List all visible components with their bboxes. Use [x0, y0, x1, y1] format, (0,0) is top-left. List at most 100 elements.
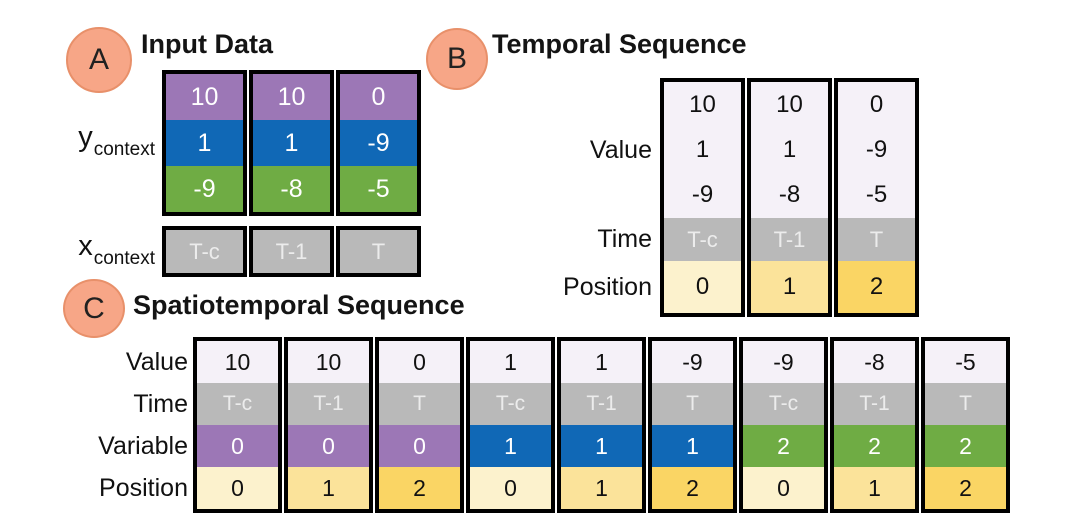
matrix-cell: 1 [253, 120, 330, 166]
variable-cell: 2 [834, 425, 915, 467]
matrix-cell: 0 [340, 74, 417, 120]
variable-cell: 2 [743, 425, 824, 467]
time-cell: T-c [470, 383, 551, 425]
time-cell: T-c [743, 383, 824, 425]
matrix-cell: -5 [340, 166, 417, 212]
matrix-cell: -8 [253, 166, 330, 212]
value-cell: 1 [561, 341, 642, 383]
x-label-base: x [78, 230, 93, 262]
value-cell: 10 1 -8 [751, 82, 828, 218]
row-label-position: Position [99, 474, 188, 502]
position-cell: 0 [470, 467, 551, 509]
y-label-base: y [78, 121, 93, 153]
time-cell: T-c [162, 226, 247, 277]
row-label-time: Time [133, 390, 188, 418]
matrix-cell: 10 [166, 74, 243, 120]
value-entry: 1 [695, 135, 710, 163]
value-entry: -9 [865, 135, 888, 163]
time-cell: T [379, 383, 460, 425]
panel-c-title: Spatiotemporal Sequence [133, 290, 465, 320]
time-cell: T-1 [249, 226, 334, 277]
variable-cell: 1 [652, 425, 733, 467]
row-label-value: Value [125, 348, 188, 376]
value-entry: -8 [778, 181, 801, 209]
position-cell: 0 [664, 261, 741, 313]
time-cell: T [652, 383, 733, 425]
position-cell: 1 [834, 467, 915, 509]
position-cell: 1 [288, 467, 369, 509]
value-cell: -8 [834, 341, 915, 383]
matrix-cell: 10 [253, 74, 330, 120]
value-cell: 10 1 -9 [664, 82, 741, 218]
value-cell: 10 [288, 341, 369, 383]
variable-cell: 1 [470, 425, 551, 467]
position-cell: 1 [751, 261, 828, 313]
panel-c-badge: C [63, 279, 125, 338]
time-cell: T [838, 218, 915, 261]
matrix-column: 0-9-5 [336, 70, 421, 216]
value-entry: 10 [689, 90, 716, 118]
y-label-subscript: context [93, 138, 155, 160]
position-cell: 2 [379, 467, 460, 509]
y-context-label: ycontext [24, 121, 155, 160]
time-cell: T-1 [561, 383, 642, 425]
row-label-position: Position [563, 273, 652, 301]
panel-a-badge: A [66, 27, 132, 93]
value-entry: 10 [776, 90, 803, 118]
variable-cell: 1 [561, 425, 642, 467]
panel-b-title: Temporal Sequence [492, 29, 747, 59]
time-cell: T-1 [288, 383, 369, 425]
position-cell: 2 [652, 467, 733, 509]
row-label-variable: Variable [98, 432, 188, 460]
matrix-cell: 1 [166, 120, 243, 166]
row-label-time: Time [597, 225, 652, 253]
panel-a-title: Input Data [141, 29, 273, 59]
time-cell: T-1 [751, 218, 828, 261]
row-label-value: Value [589, 136, 652, 164]
position-cell: 0 [743, 467, 824, 509]
value-cell: -9 [652, 341, 733, 383]
position-cell: 2 [925, 467, 1006, 509]
time-cell: T [925, 383, 1006, 425]
variable-cell: 0 [379, 425, 460, 467]
panel-b-badge: B [426, 28, 488, 90]
variable-cell: 0 [197, 425, 278, 467]
value-cell: -9 [743, 341, 824, 383]
position-cell: 1 [561, 467, 642, 509]
x-context-label: xcontext [24, 230, 155, 269]
time-cell: T-c [664, 218, 741, 261]
position-cell: 2 [838, 261, 915, 313]
value-cell: 1 [470, 341, 551, 383]
variable-cell: 0 [288, 425, 369, 467]
time-cell: T-c [197, 383, 278, 425]
position-cell: 0 [197, 467, 278, 509]
value-entry: 1 [782, 135, 797, 163]
time-cell: T [336, 226, 421, 277]
x-label-subscript: context [93, 247, 155, 269]
time-cell: T-1 [834, 383, 915, 425]
matrix-cell: -9 [340, 120, 417, 166]
value-cell: -5 [925, 341, 1006, 383]
value-cell: 0 [379, 341, 460, 383]
value-entry: -9 [691, 181, 714, 209]
variable-cell: 2 [925, 425, 1006, 467]
